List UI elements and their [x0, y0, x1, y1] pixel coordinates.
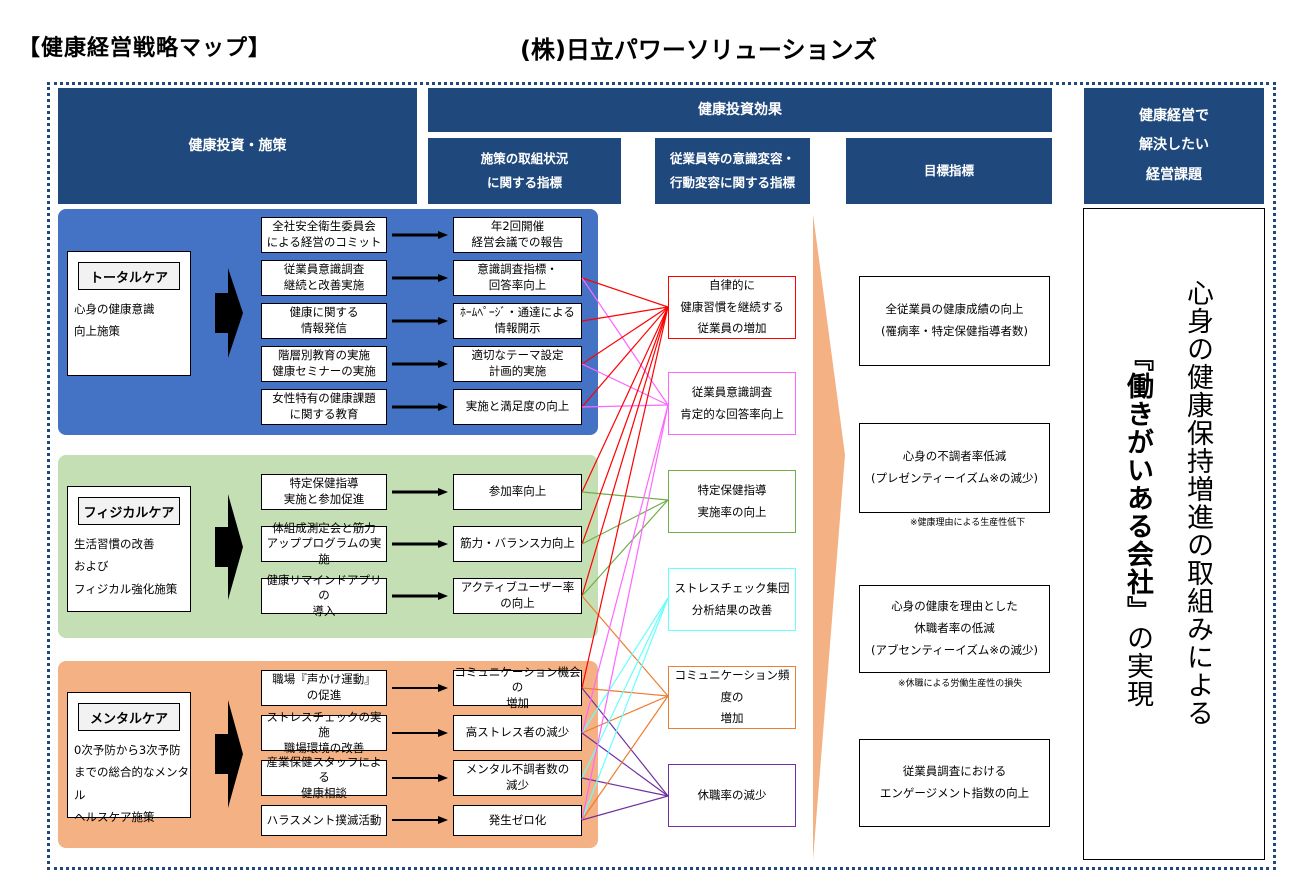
awareness-box-survey: 従業員意識調査 肯定的な回答率向上 — [668, 372, 796, 435]
connector-line-stress — [581, 597, 669, 779]
arrow-head-icon — [438, 231, 448, 239]
connector-line-autonomous — [581, 306, 669, 365]
measure-box: ハラスメント撲滅活動 — [261, 805, 387, 836]
header-target-metrics: 目標指標 — [846, 138, 1052, 204]
arrow-head-icon — [438, 360, 448, 368]
status-metric-box: 適切なテーマ設定 計画的実施 — [453, 346, 582, 382]
header-management-issue: 健康経営で 解決したい 経営課題 — [1084, 88, 1264, 204]
target-box-engagement: 従業員調査における エンゲージメント指数の向上 — [859, 739, 1050, 827]
connector-line-tokutei — [581, 499, 669, 597]
connector-line-survey — [581, 277, 669, 406]
header-effects: 健康投資効果 — [428, 88, 1052, 132]
company-name: (株)日立パワーソリューションズ — [520, 36, 877, 64]
awareness-box-stress: ストレスチェック集団 分析結果の改善 — [668, 568, 796, 631]
note-absenteeism: ※休職による労働生産性の損失 — [898, 679, 1023, 689]
connector-line-communication — [581, 595, 669, 697]
management-issue-box: 心身の健康保持増進の取組みによる 『働きがいある会社』の実現 — [1083, 208, 1265, 860]
block-arrow-icon — [215, 494, 243, 600]
arrow-head-icon — [438, 816, 448, 824]
status-metric-box: 発生ゼロ化 — [453, 805, 582, 836]
block-arrow-icon — [215, 700, 243, 808]
connector-line-autonomous — [581, 306, 669, 597]
connector-line-autonomous — [581, 277, 669, 308]
category-total-care: トータルケア 心身の健康意識 向上施策 — [67, 251, 191, 376]
issue-text-line2: 『働きがいある会社』の実現 — [1122, 344, 1153, 708]
issue-text-line1: 心身の健康保持増進の取組みによる — [1182, 279, 1213, 727]
measure-box: 女性特有の健康課題 に関する教育 — [261, 389, 387, 425]
category-mental-care: メンタルケア 0次予防から3次予防 までの総合的なメンタル ヘルスケア施策 — [67, 692, 191, 824]
connector-line-survey — [581, 404, 669, 408]
measure-box: 階層別教育の実施 健康セミナーの実施 — [261, 346, 387, 382]
connector-line-leave — [581, 687, 669, 797]
connector-line-communication — [581, 687, 669, 697]
note-presenteeism: ※健康理由による生産性低下 — [910, 518, 1026, 528]
category-label: フィジカルケア — [78, 497, 180, 525]
status-metric-box: 意識調査指標・ 回答率向上 — [453, 260, 582, 296]
dotted-frame — [47, 82, 1276, 870]
arrow-head-icon — [438, 540, 448, 548]
measure-box: 健康に関する 情報発信 — [261, 303, 387, 339]
category-description: 心身の健康意識 向上施策 — [74, 302, 155, 339]
measure-box: 体組成測定会と筋力 アッププログラムの実施 — [261, 521, 387, 566]
arrow-head-icon — [438, 592, 448, 600]
awareness-box-leave: 休職率の減少 — [668, 764, 796, 827]
awareness-box-communication: コミュニケーション頻度の 増加 — [668, 666, 796, 729]
connector-line-survey — [581, 404, 669, 734]
connector-line-leave — [581, 795, 669, 821]
block-arrow-icon — [215, 268, 243, 358]
connector-line-survey — [581, 404, 669, 821]
arrow-head-icon — [438, 684, 448, 692]
target-box-presenteeism: 心身の不調者率低減 (プレゼンティーイズム※の減少) — [859, 423, 1050, 513]
status-metric-box: コミュニケーション機会の 増加 — [453, 664, 582, 710]
arrow-head-icon — [438, 729, 448, 737]
header-investment: 健康投資・施策 — [58, 88, 417, 204]
connector-line-autonomous — [581, 306, 669, 689]
status-metric-box: メンタル不調者数の 減少 — [453, 760, 582, 796]
connector-line-communication — [581, 695, 669, 734]
status-metric-box: 実施と満足度の向上 — [453, 389, 582, 425]
issue-text-rest: の実現 — [1122, 624, 1153, 708]
connector-line-stress — [581, 597, 669, 821]
status-metric-box: ﾎｰﾑﾍﾟｰｼﾞ・通達による 情報開示 — [453, 303, 582, 339]
arrow-head-icon — [438, 774, 448, 782]
arrow-head-icon — [438, 403, 448, 411]
target-box-absenteeism: 心身の健康を理由とした 休職者率の低減 (アブセンティーイズム※の減少) — [859, 585, 1050, 673]
connector-line-leave — [581, 777, 669, 797]
arrow-head-icon — [438, 274, 448, 282]
map-title: 【健康経営戦略マップ】 — [18, 36, 272, 61]
connector-line-survey — [581, 363, 669, 406]
category-description: 生活習慣の改善 および フィジカル強化施策 — [74, 537, 178, 596]
connector-line-tokutei — [581, 499, 669, 545]
connector-line-stress — [581, 597, 669, 734]
arrow-head-icon — [438, 488, 448, 496]
header-awareness-metrics: 従業員等の意識変容・ 行動変容に関する指標 — [655, 138, 810, 204]
target-box-health-results: 全従業員の健康成績の向上 (罹病率・特定保健指導者数) — [859, 276, 1050, 366]
status-metric-box: 筋力・バランス力向上 — [453, 526, 582, 562]
connector-line-autonomous — [581, 306, 669, 545]
connector-line-autonomous — [581, 306, 669, 408]
issue-text-bold: 『働きがいある会社』 — [1122, 344, 1153, 624]
category-description: 0次予防から3次予防 までの総合的なメンタル ヘルスケア施策 — [74, 743, 189, 825]
category-label: トータルケア — [78, 262, 180, 290]
measure-box: 全社安全衛生委員会 による経営のコミット — [261, 217, 387, 253]
measure-box: 従業員意識調査 継続と改善実施 — [261, 260, 387, 296]
measure-box: 職場『声かけ運動』 の促進 — [261, 670, 387, 706]
status-metric-box: 高ストレス者の減少 — [453, 715, 582, 751]
connector-line-autonomous — [581, 306, 669, 322]
status-metric-box: 参加率向上 — [453, 474, 582, 510]
measure-box: 特定保健指導 実施と参加促進 — [261, 474, 387, 510]
flow-chevron — [813, 214, 845, 860]
category-label: メンタルケア — [78, 703, 180, 731]
category-physical-care: フィジカルケア 生活習慣の改善 および フィジカル強化施策 — [67, 486, 191, 612]
status-metric-box: 年2回開催 経営会議での報告 — [453, 217, 582, 253]
connector-line-communication — [581, 695, 669, 821]
status-metric-box: アクティブユーザー率 の向上 — [453, 578, 582, 614]
awareness-box-autonomous: 自律的に 健康習慣を継続する 従業員の増加 — [668, 276, 796, 339]
awareness-box-tokutei: 特定保健指導 実施率の向上 — [668, 470, 796, 533]
arrow-head-icon — [438, 317, 448, 325]
connector-line-leave — [581, 732, 669, 797]
connector-line-autonomous — [581, 306, 669, 493]
header-status-metrics: 施策の取組状況 に関する指標 — [428, 138, 621, 204]
